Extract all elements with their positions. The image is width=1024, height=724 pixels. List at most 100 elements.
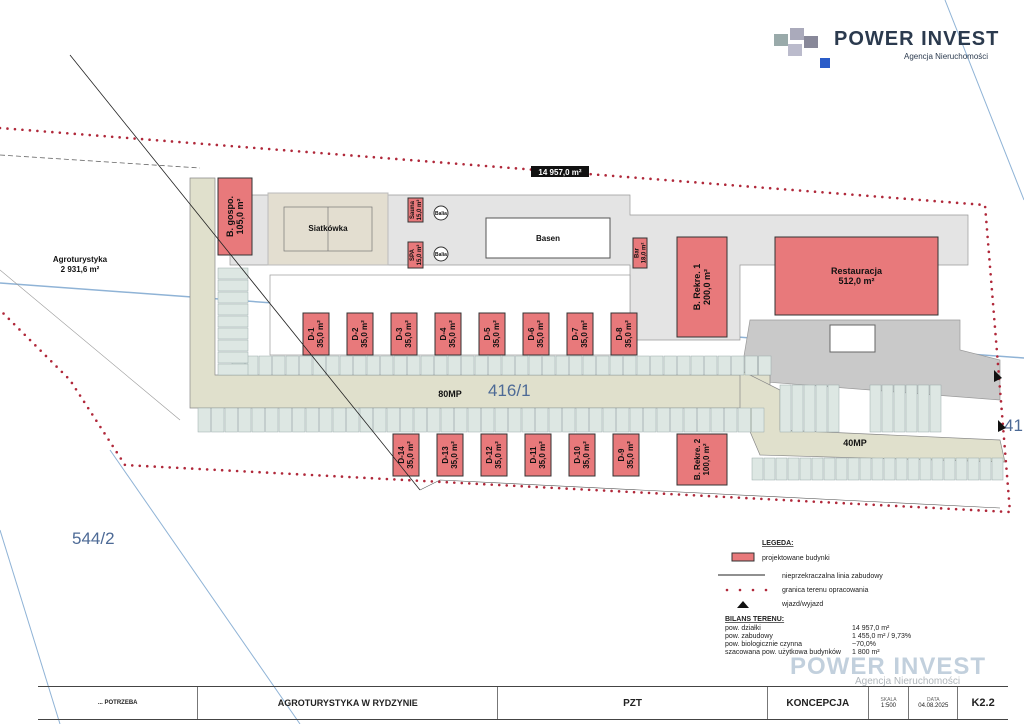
parking-stall (791, 384, 804, 433)
cottage-D-13-label: 35,0 m² (450, 441, 459, 469)
parking-stall (650, 355, 664, 376)
parking-stall (217, 315, 249, 328)
parking-stall (763, 457, 776, 481)
cottage-D-5-label: 35,0 m² (492, 320, 501, 348)
parking-stall (893, 384, 906, 433)
parking-stall (919, 457, 932, 481)
parking-stall (292, 407, 306, 433)
brand-tagline: Agencja Nieruchomości (904, 52, 989, 61)
parking-stall (494, 407, 508, 433)
building-spa-label: 15,0 m² (416, 245, 423, 266)
parcel-line (0, 269, 181, 421)
parking-stall (731, 355, 745, 376)
legend-item: nieprzekraczalna linia zabudowy (782, 573, 883, 580)
logo-cubes-icon (774, 28, 830, 68)
parking-stall (815, 384, 828, 433)
parking-stall (917, 384, 930, 433)
parking-stall (883, 457, 896, 481)
parking-main: 80MP (438, 389, 462, 399)
parcel-line (109, 449, 301, 724)
parking-stall (461, 355, 475, 376)
parking-stall (346, 407, 360, 433)
parking-stall (217, 339, 249, 352)
agro-area: 2 931,6 m² (61, 265, 100, 274)
parking-stall (744, 355, 758, 376)
parking-stall (670, 407, 684, 433)
parking-stall (535, 407, 549, 433)
hot-tub-label: Balia (435, 211, 447, 217)
parcel-number: 544/2 (72, 529, 115, 548)
hot-tub-icon (433, 246, 449, 262)
parking-stall (299, 355, 313, 376)
parking-stall (359, 407, 373, 433)
parking-stall (811, 457, 824, 481)
total-area-badge (531, 166, 589, 177)
balance-value: 14 957,0 m² (852, 625, 890, 632)
parking-stall (211, 407, 225, 433)
parking-stall (596, 355, 610, 376)
legend-item: projektowane budynki (762, 555, 830, 562)
cottage-D-13-label: D-13 (441, 446, 450, 464)
title-block: ... POTRZEBA AGROTURYSTYKA W RYDZYNIE PZ… (38, 686, 1008, 720)
parking-stall (602, 407, 616, 433)
parking-stall (636, 355, 650, 376)
parking-stall (629, 407, 643, 433)
parking-stall (265, 407, 279, 433)
parking-stall (623, 355, 637, 376)
parking-stall (258, 355, 272, 376)
parking-stall (751, 457, 764, 481)
parcel-number: 416/1 (488, 381, 531, 400)
building-bar-label: Bar (635, 247, 641, 258)
cottage-D-3-label: D-3 (395, 327, 404, 340)
parking-stall (319, 407, 333, 433)
parking-stall (217, 267, 249, 280)
cottage-D-4-label: D-4 (439, 327, 448, 340)
project-title: AGROTURYSTYKA W RYDZYNIE (198, 687, 499, 719)
parking-stall (217, 279, 249, 292)
building-line (419, 479, 1001, 509)
parking-stall (589, 407, 603, 433)
building-restaurant-label: 512,0 m² (838, 276, 874, 286)
sheet-number: K2.2 (971, 697, 995, 709)
parking-stall (616, 407, 630, 433)
parcel-number: 41 (1004, 416, 1023, 435)
entrance-icon (998, 420, 1006, 432)
parking-stall (386, 407, 400, 433)
parking-stall (251, 407, 265, 433)
parking-stall (393, 355, 407, 376)
parking-stall (677, 355, 691, 376)
parking-stall (656, 407, 670, 433)
parking-stall (737, 407, 751, 433)
parking-stall (217, 327, 249, 340)
parking-stall (217, 303, 249, 316)
parking-stall (907, 457, 920, 481)
parking-stall (859, 457, 872, 481)
parking-stall (380, 355, 394, 376)
stage: KONCEPCJA (768, 687, 869, 719)
parking-stall (717, 355, 731, 376)
balance-value: 1 455,0 m² / 9,73% (852, 633, 911, 640)
cottage-D-10-label: D-10 (573, 446, 582, 464)
parking-stall (501, 355, 515, 376)
building-sauna-label: 15,0 m² (416, 200, 423, 221)
parking-stall (305, 407, 319, 433)
parking-stall (548, 407, 562, 433)
parking-stall (575, 407, 589, 433)
parking-stall (285, 355, 299, 376)
cottage-D-8-label: 35,0 m² (624, 320, 633, 348)
parking-stall (224, 407, 238, 433)
parking-stall (758, 355, 772, 376)
cottage-D-12-label: D-12 (485, 446, 494, 464)
parking-stall (869, 384, 882, 433)
cottage-D-9-label: D-9 (617, 448, 626, 461)
agro-label: Agroturystyka (53, 255, 108, 264)
